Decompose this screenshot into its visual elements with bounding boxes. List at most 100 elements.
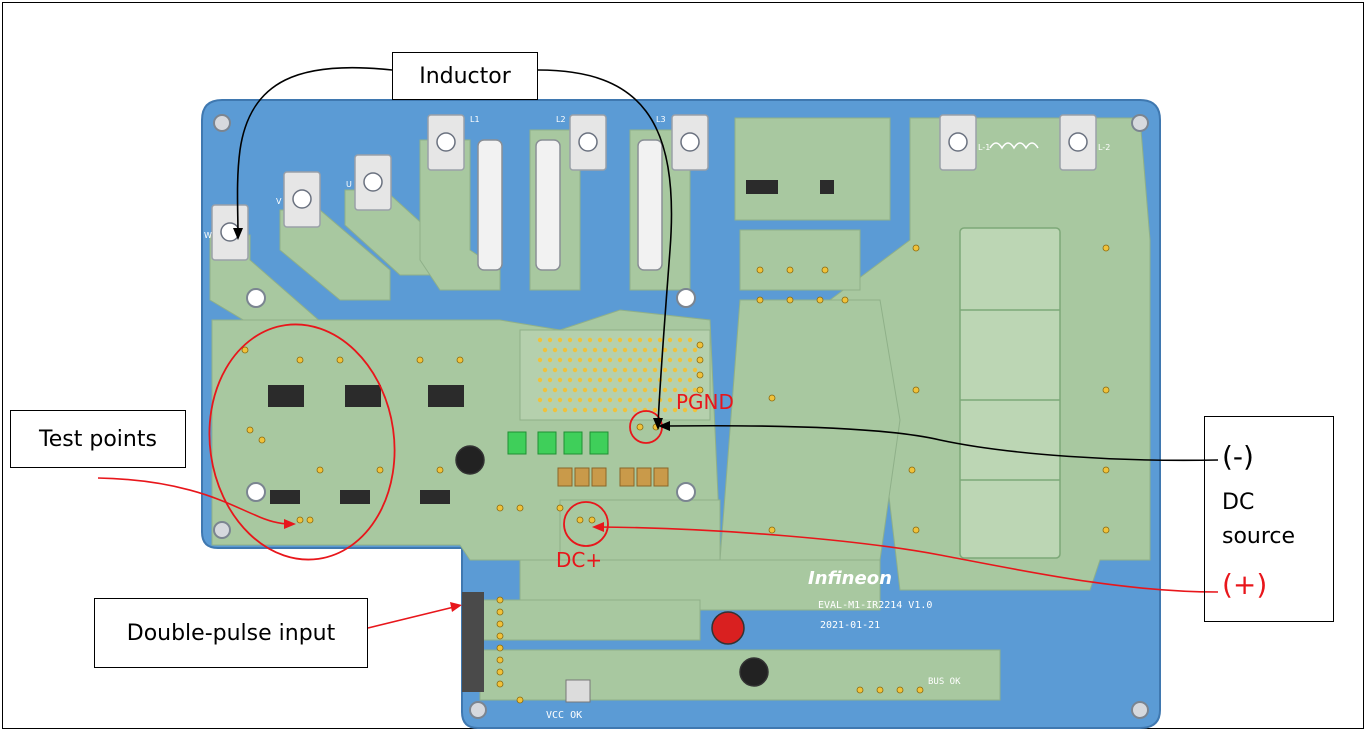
silkscreen-ref-l1: L1 [470, 115, 480, 124]
via [547, 337, 553, 343]
via [597, 357, 603, 363]
solder-pad [416, 356, 424, 364]
via [672, 387, 678, 393]
via [537, 397, 543, 403]
silkscreen-date: 2021-01-21 [820, 620, 880, 631]
solder-pad [696, 386, 704, 394]
via [677, 337, 683, 343]
via [562, 407, 568, 413]
via [682, 407, 688, 413]
via [557, 377, 563, 383]
dc-source-line2: source [1222, 524, 1296, 549]
solder-pad [496, 644, 504, 652]
via [662, 367, 668, 373]
via [682, 387, 688, 393]
solder-pad [496, 596, 504, 604]
solder-pad [496, 632, 504, 640]
silkscreen-ref-w: W [204, 231, 212, 240]
solder-pad [588, 516, 596, 524]
via [592, 367, 598, 373]
via [602, 367, 608, 373]
solder-pad [896, 686, 904, 694]
via [687, 337, 693, 343]
silkscreen-bus-ok: BUS OK [928, 677, 961, 687]
fuses [477, 139, 663, 271]
via [687, 397, 693, 403]
via [602, 407, 608, 413]
solder-pad [768, 394, 776, 402]
solder-pad [786, 266, 794, 274]
via [562, 367, 568, 373]
solder-pad [556, 504, 564, 512]
via [592, 407, 598, 413]
via [612, 387, 618, 393]
solder-pad [496, 668, 504, 676]
via [662, 387, 668, 393]
via [622, 347, 628, 353]
solder-pad [636, 423, 644, 431]
dc-plus-label: DC+ [556, 548, 603, 572]
via [662, 347, 668, 353]
via [607, 357, 613, 363]
via [587, 377, 593, 383]
via [567, 357, 573, 363]
via [602, 347, 608, 353]
via [627, 357, 633, 363]
test-points-callout-text: Test points [39, 426, 157, 452]
via [667, 357, 673, 363]
via [637, 397, 643, 403]
via [587, 397, 593, 403]
via [547, 357, 553, 363]
via [537, 357, 543, 363]
via [552, 367, 558, 373]
via [652, 387, 658, 393]
dc-source-minus: (-) [1222, 440, 1254, 473]
via [562, 347, 568, 353]
via [552, 347, 558, 353]
via [592, 387, 598, 393]
solder-pad [496, 620, 504, 628]
inductor-callout-text: Inductor [419, 63, 511, 89]
solder-pad [376, 466, 384, 474]
via [667, 397, 673, 403]
via [652, 367, 658, 373]
via [652, 407, 658, 413]
solder-pad [516, 504, 524, 512]
dc-plus-leader [597, 526, 1219, 593]
solder-pad [756, 296, 764, 304]
via [692, 367, 698, 373]
via [592, 347, 598, 353]
dc-plus-circle [563, 501, 609, 547]
test-points-callout: Test points [10, 410, 186, 468]
via [627, 397, 633, 403]
via [642, 387, 648, 393]
solder-pad [768, 526, 776, 534]
via [632, 387, 638, 393]
via [542, 407, 548, 413]
via [672, 407, 678, 413]
via [662, 407, 668, 413]
via [552, 407, 558, 413]
solder-pad [246, 426, 254, 434]
via [542, 347, 548, 353]
solder-pad [306, 516, 314, 524]
via [572, 387, 578, 393]
solder-pad [296, 516, 304, 524]
via [612, 367, 618, 373]
reset-button [565, 679, 591, 703]
via [642, 367, 648, 373]
solder-pad [496, 656, 504, 664]
solder-pad [912, 386, 920, 394]
dc-minus-leader [665, 424, 1219, 462]
via [577, 337, 583, 343]
via [557, 357, 563, 363]
via [587, 357, 593, 363]
inductor-symbol [989, 142, 1039, 150]
via [672, 367, 678, 373]
via [577, 397, 583, 403]
via [577, 357, 583, 363]
signal-connector [462, 592, 484, 692]
solder-pad [496, 680, 504, 688]
via [637, 337, 643, 343]
